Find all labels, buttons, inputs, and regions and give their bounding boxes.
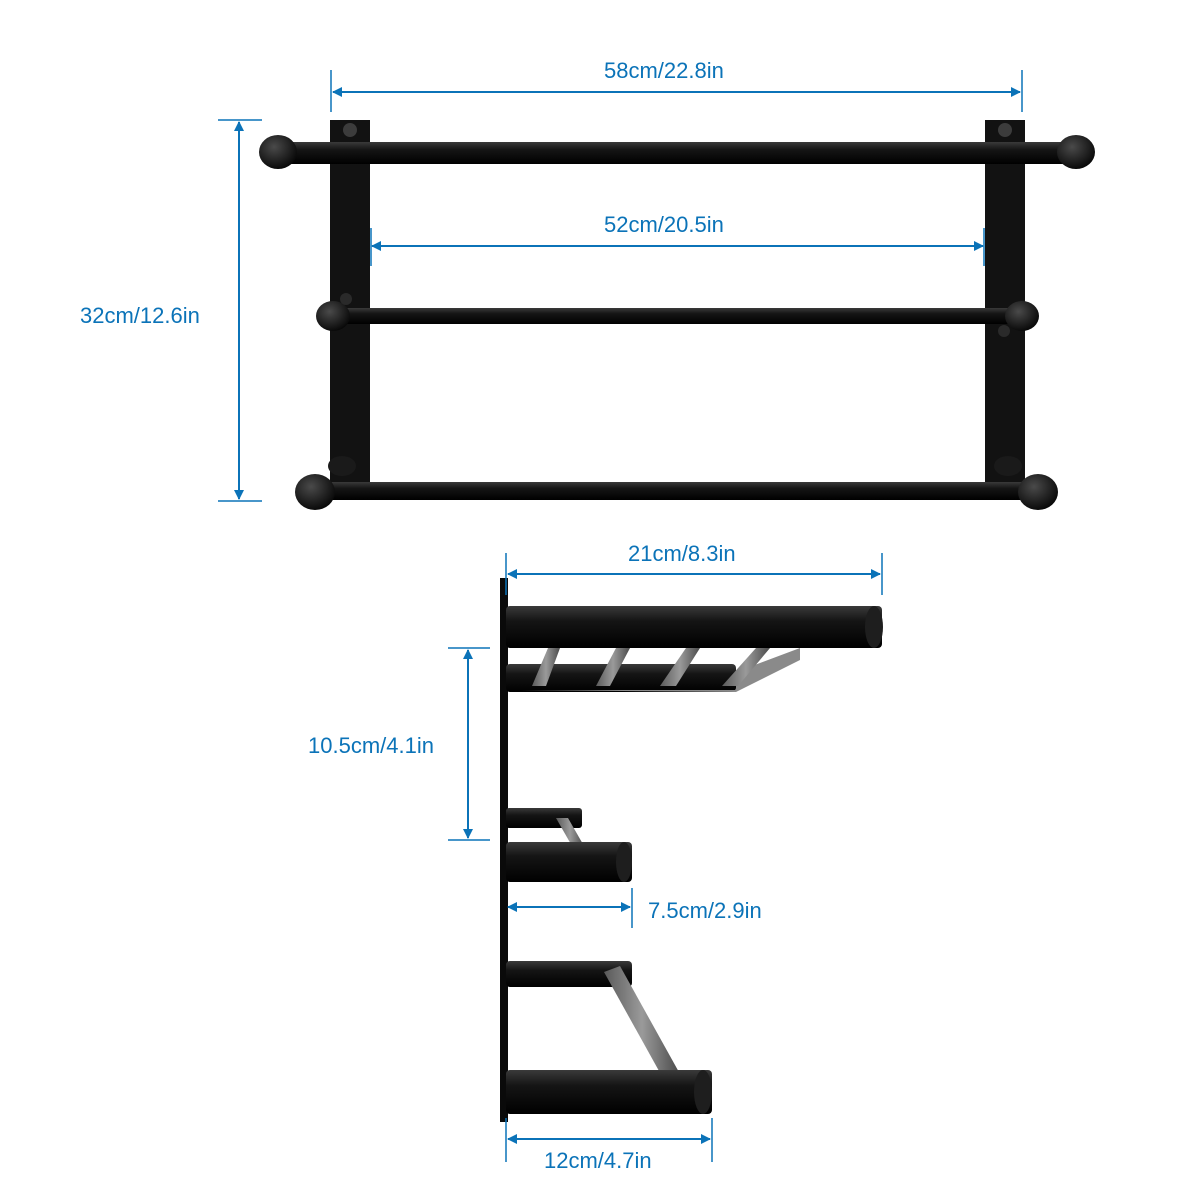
- top-towel-bar: [268, 142, 1084, 164]
- shelf-spacing-label: 10.5cm/4.1in: [308, 733, 434, 758]
- bottom-depth-label: 12cm/4.7in: [544, 1148, 652, 1173]
- side-bottom-arm: [506, 1070, 712, 1114]
- middle-bar-right-cap: [1005, 301, 1039, 331]
- side-bottom-rod: [604, 966, 680, 1080]
- top-depth-label: 21cm/8.3in: [628, 541, 736, 566]
- middle-left-knob: [340, 293, 352, 305]
- overall-width-label: 58cm/22.8in: [604, 58, 724, 83]
- left-mount-screw: [343, 123, 357, 137]
- side-view-dimensions: [448, 553, 883, 1162]
- top-bar-left-cap: [259, 135, 297, 169]
- bottom-bar-right-cap: [1018, 474, 1058, 510]
- front-view-rack: [259, 120, 1095, 510]
- side-bottom-upper-rail: [506, 961, 632, 987]
- right-mount-screw: [998, 123, 1012, 137]
- bar-span-label: 52cm/20.5in: [604, 212, 724, 237]
- middle-depth-label: 7.5cm/2.9in: [648, 898, 762, 923]
- side-middle-arm-end: [616, 842, 632, 882]
- bottom-right-arm: [994, 456, 1022, 476]
- middle-towel-bar: [330, 308, 1030, 324]
- front-view-dimensions: [218, 70, 1023, 502]
- side-top-rods: [532, 648, 770, 686]
- bottom-towel-bar: [305, 482, 1045, 500]
- bottom-left-arm: [328, 456, 356, 476]
- overall-height-label: 32cm/12.6in: [80, 303, 200, 328]
- middle-bar-left-cap: [316, 301, 350, 331]
- bottom-bar-left-cap: [295, 474, 335, 510]
- side-top-arm-end: [865, 606, 883, 648]
- side-middle-arm: [506, 842, 632, 882]
- side-view-rack: [500, 578, 883, 1122]
- top-bar-right-cap: [1057, 135, 1095, 169]
- side-wall-plate: [500, 578, 508, 1122]
- middle-right-knob: [998, 325, 1010, 337]
- side-middle-rod: [556, 818, 584, 846]
- side-top-arm: [506, 606, 882, 648]
- side-bottom-arm-end: [694, 1070, 712, 1114]
